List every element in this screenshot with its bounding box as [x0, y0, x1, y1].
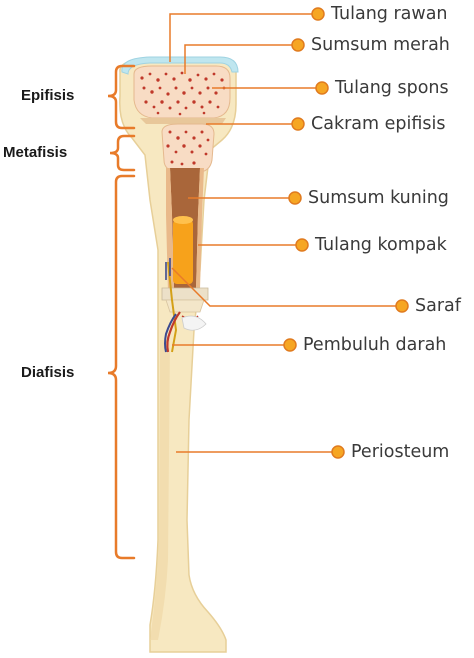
small-vessels — [165, 258, 171, 280]
sumsum-kuning-dot — [288, 191, 302, 205]
sumsum-merah-leader — [184, 44, 298, 74]
saraf-dot — [395, 299, 409, 313]
label-tulang-spons: Tulang spons — [335, 78, 449, 98]
region-diafisis: Diafisis — [21, 364, 75, 381]
periosteum-flap — [181, 315, 207, 331]
label-cakram-epifisis: Cakram epifisis — [311, 114, 446, 134]
sumsum-merah-dot — [291, 38, 305, 52]
shaft-shading — [150, 340, 170, 640]
pembuluh-darah-dot — [283, 338, 297, 352]
periosteum-dot — [331, 445, 345, 459]
leader-lines — [169, 13, 402, 453]
region-epifisis: Epifisis — [21, 87, 75, 104]
label-sumsum-merah: Sumsum merah — [311, 35, 450, 55]
blood-vessel-red — [166, 311, 181, 353]
saraf-leader — [171, 267, 402, 307]
tulang-rawan-dot — [311, 7, 325, 21]
label-periosteum: Periosteum — [351, 442, 450, 462]
epifisis-bracket — [107, 64, 136, 130]
blood-vessel-blue — [164, 313, 177, 353]
yellow-marrow — [173, 220, 193, 284]
diafisis-bracket — [107, 174, 136, 560]
metafisis-bracket — [109, 134, 136, 172]
articular-cartilage — [121, 56, 239, 75]
yellow-marrow-top — [173, 216, 193, 224]
region-brackets — [107, 64, 136, 560]
tulang-kompak-dot — [295, 238, 309, 252]
nerve-strand — [167, 261, 178, 353]
label-tulang-rawan: Tulang rawan — [331, 4, 448, 24]
label-pembuluh-darah: Pembuluh darah — [303, 335, 447, 355]
label-saraf: Saraf — [415, 296, 461, 316]
periosteum-sleeve — [161, 287, 209, 301]
tulang-rawan-leader — [169, 13, 318, 62]
label-tulang-kompak: Tulang kompak — [315, 235, 447, 255]
spongy-bone-dots — [140, 71, 226, 166]
epiphyseal-plate — [140, 118, 226, 124]
label-dots — [283, 7, 409, 459]
region-metafisis: Metafisis — [3, 144, 68, 161]
compact-bone-lamellae — [165, 299, 205, 313]
label-sumsum-kuning: Sumsum kuning — [308, 188, 449, 208]
tulang-spons-dot — [315, 81, 329, 95]
cakram-epifisis-dot — [291, 117, 305, 131]
